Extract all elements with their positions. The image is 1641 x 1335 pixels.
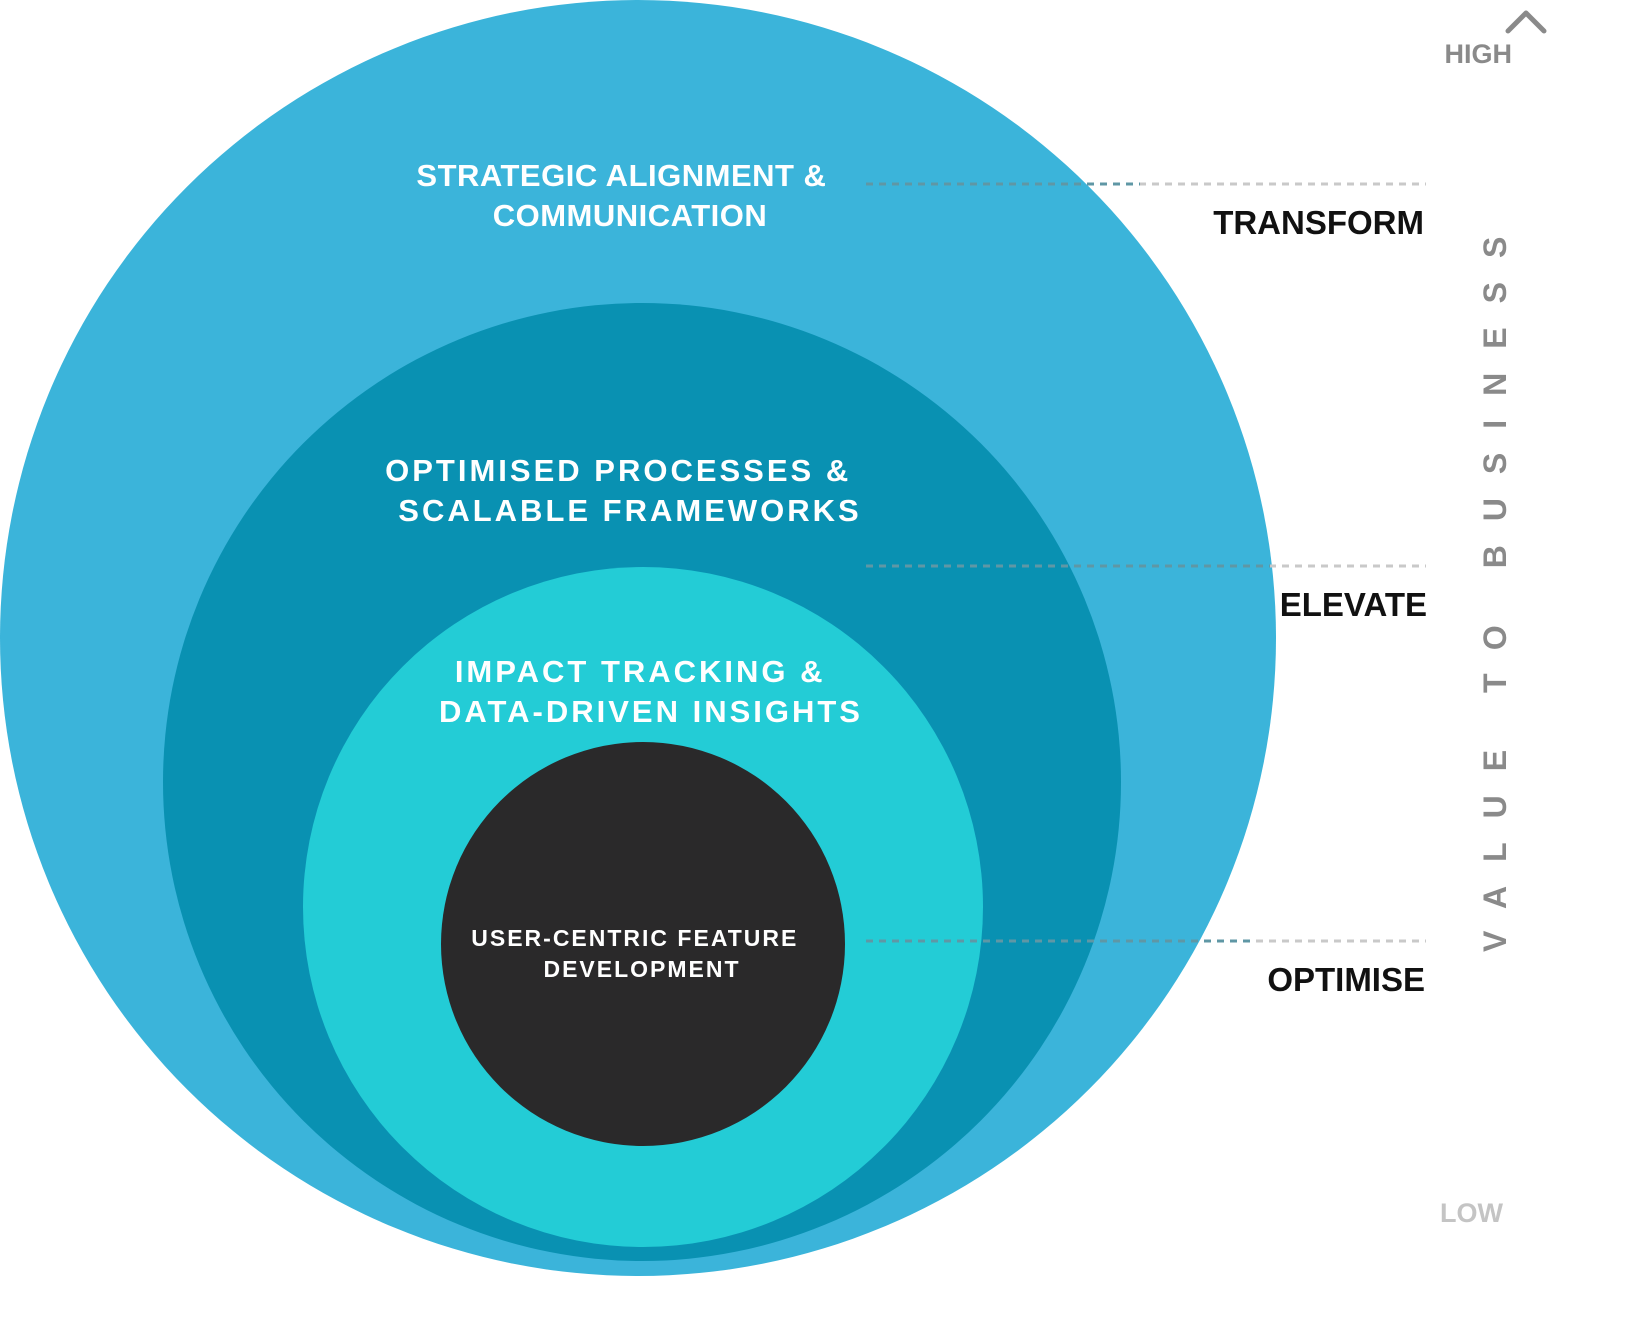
axis-title: VALUE TO BUSINESS xyxy=(1477,213,1513,952)
ring-core xyxy=(441,742,845,1146)
arrow-up-icon xyxy=(1505,10,1547,34)
ring-label-third: IMPACT TRACKING & DATA-DRIVEN INSIGHTS xyxy=(439,654,863,729)
axis-high-label: HIGH xyxy=(1445,39,1513,69)
ring-label-second: OPTIMISED PROCESSES & SCALABLE FRAMEWORK… xyxy=(385,453,863,528)
ring-label-core: USER-CENTRIC FEATURE DEVELOPMENT xyxy=(471,925,806,982)
axis-low-label: LOW xyxy=(1440,1198,1503,1228)
level-label-elevate: ELEVATE xyxy=(1280,586,1427,623)
ring-label-outer: STRATEGIC ALIGNMENT & COMMUNICATION xyxy=(416,158,835,233)
level-label-transform: TRANSFORM xyxy=(1213,204,1424,241)
level-label-optimise: OPTIMISE xyxy=(1267,961,1425,998)
